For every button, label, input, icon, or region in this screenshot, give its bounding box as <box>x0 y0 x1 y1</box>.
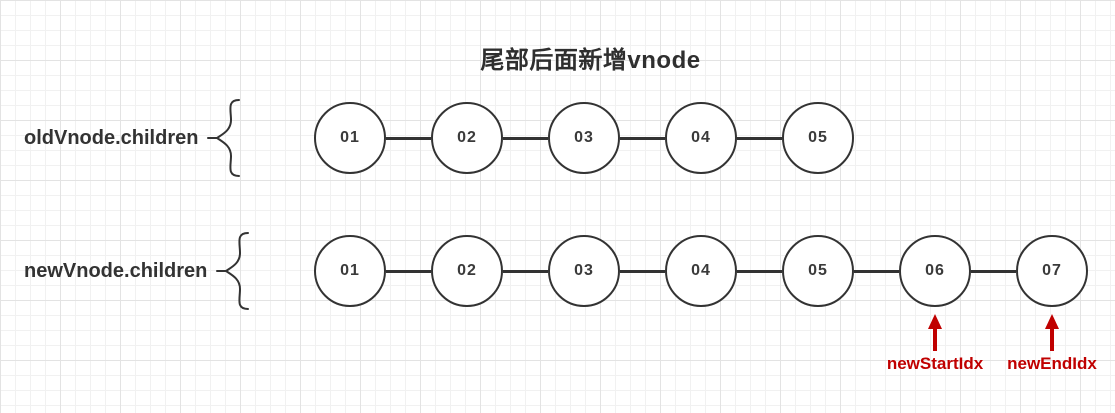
vnode-circle: 02 <box>431 102 503 174</box>
link-line <box>503 269 548 273</box>
new-children-chain: 01 02 03 04 05 06 07 <box>314 235 1088 307</box>
vnode-circle: 05 <box>782 102 854 174</box>
vnode-circle: 07 <box>1016 235 1088 307</box>
new-children-label: newVnode.children <box>24 259 208 282</box>
vnode-circle: 03 <box>548 102 620 174</box>
link-line <box>503 136 548 140</box>
up-arrow-icon <box>1045 314 1059 351</box>
link-line <box>386 136 431 140</box>
link-line <box>386 269 431 273</box>
vnode-circle: 03 <box>548 235 620 307</box>
vnode-circle: 02 <box>431 235 503 307</box>
vnode-circle: 01 <box>314 102 386 174</box>
old-children-label-group: oldVnode.children <box>24 99 246 177</box>
old-children-label: oldVnode.children <box>24 126 199 149</box>
link-line <box>620 269 665 273</box>
vnode-circle: 01 <box>314 235 386 307</box>
vnode-circle: 04 <box>665 102 737 174</box>
up-arrow-icon <box>928 314 942 351</box>
new-start-idx-label: newStartIdx <box>886 354 984 373</box>
vnode-circle: 05 <box>782 235 854 307</box>
link-line <box>737 269 782 273</box>
link-line <box>854 269 899 273</box>
vnode-circle: 04 <box>665 235 737 307</box>
curly-brace-icon <box>207 99 241 177</box>
old-children-chain: 01 02 03 04 05 <box>314 102 854 174</box>
link-line <box>737 136 782 140</box>
link-line <box>620 136 665 140</box>
new-children-label-group: newVnode.children <box>24 232 255 310</box>
link-line <box>971 269 1016 273</box>
diagram-title: 尾部后面新增vnode <box>480 47 701 74</box>
vnode-circle: 06 <box>899 235 971 307</box>
new-end-idx-pointer: newEndIdx <box>987 313 1115 374</box>
curly-brace-icon <box>216 232 250 310</box>
new-end-idx-label: newEndIdx <box>1007 354 1097 373</box>
new-start-idx-pointer: newStartIdx <box>870 313 1000 374</box>
